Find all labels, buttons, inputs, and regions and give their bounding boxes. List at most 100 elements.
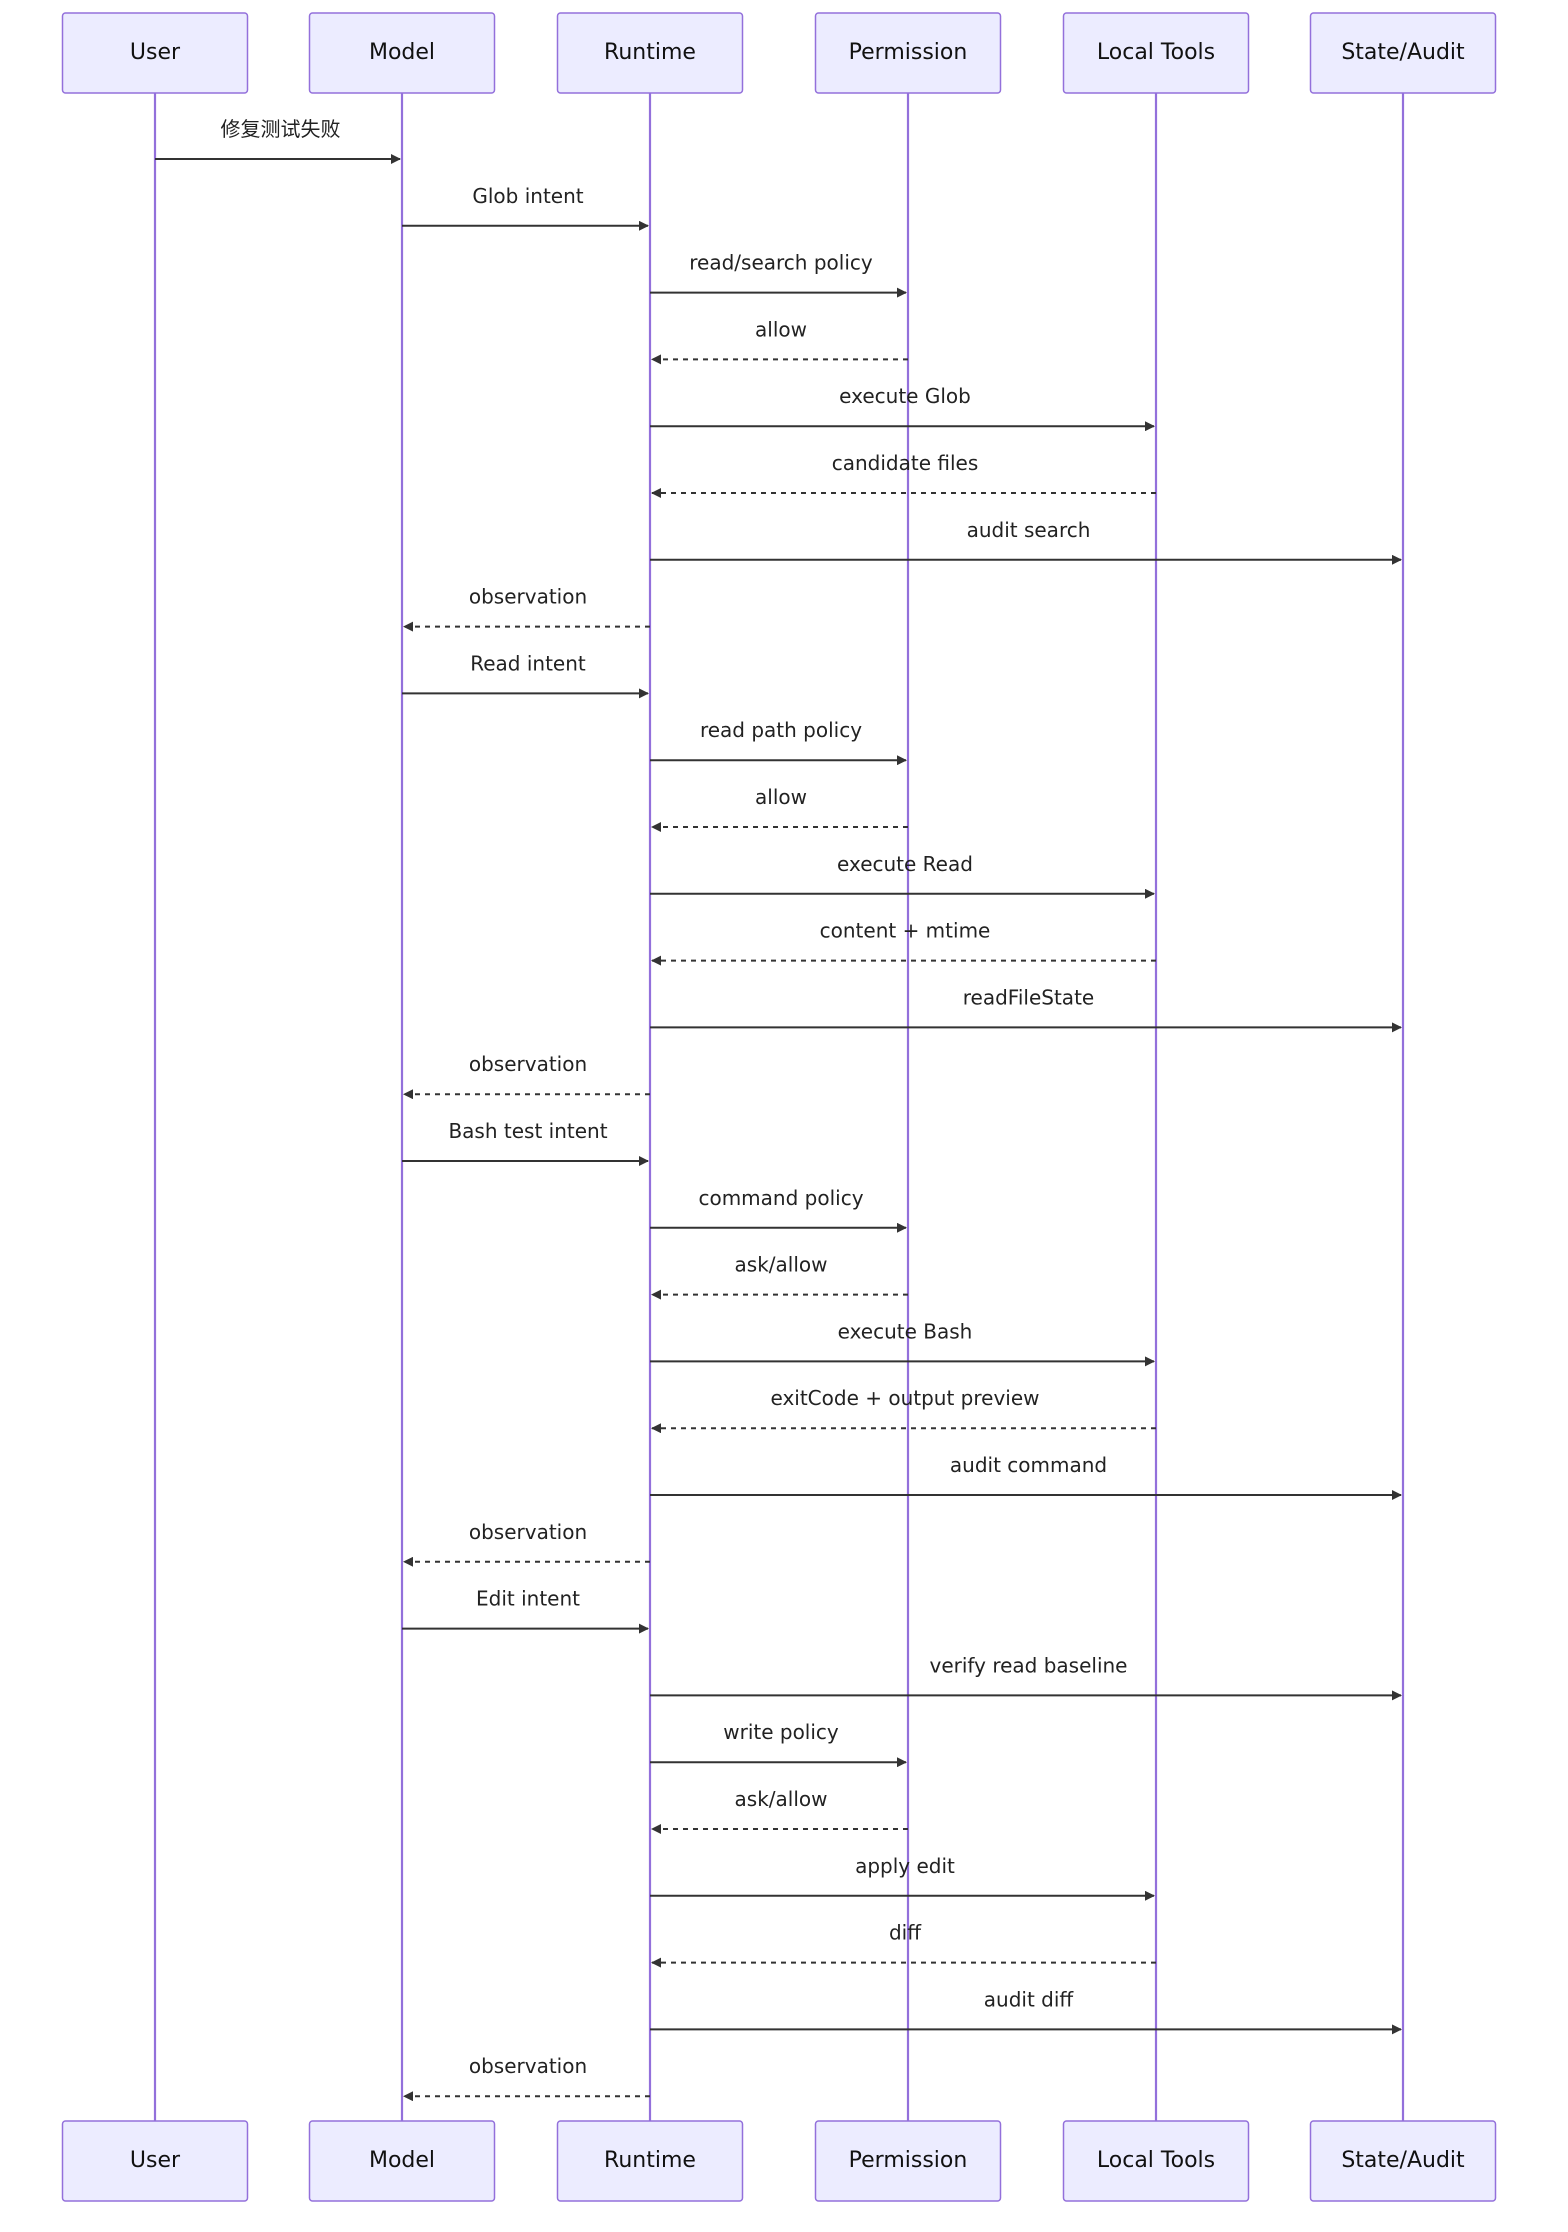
message-label: apply edit	[855, 1854, 955, 1878]
message-9: Read intent	[402, 651, 649, 699]
actor-box	[1309, 2120, 1497, 2202]
message-label: readFileState	[963, 985, 1094, 1009]
actor-runtime-bottom: Runtime	[556, 2120, 744, 2202]
actor-user-top: User	[61, 12, 249, 94]
message-3: read/search policy	[650, 251, 907, 298]
message-12: execute Read	[650, 852, 1155, 899]
actor-label: Permission	[849, 40, 968, 65]
message-17: command policy	[650, 1186, 907, 1233]
message-22: observation	[403, 1520, 650, 1567]
actor-label: Model	[369, 40, 435, 65]
message-1: 修复测试失败	[155, 117, 401, 164]
message-label: Read intent	[470, 651, 586, 675]
actor-box	[814, 2120, 1002, 2202]
message-4: allow	[651, 317, 908, 365]
message-label: diff	[889, 1921, 922, 1945]
actor-box	[1062, 12, 1250, 94]
message-label: observation	[469, 1052, 587, 1076]
message-label: candidate files	[832, 451, 979, 475]
actor-state-top: State/Audit	[1309, 12, 1497, 94]
actor-label: State/Audit	[1341, 2148, 1465, 2173]
message-label: read/search policy	[689, 251, 873, 275]
message-20: exitCode + output preview	[651, 1386, 1156, 1434]
message-2: Glob intent	[402, 184, 649, 231]
actor-permission-bottom: Permission	[814, 2120, 1002, 2202]
message-label: read path policy	[700, 718, 862, 742]
message-6: candidate files	[651, 451, 1156, 498]
message-label: 修复测试失败	[221, 117, 341, 141]
message-5: execute Glob	[650, 384, 1155, 432]
message-label: ask/allow	[735, 1253, 828, 1277]
message-16: Bash test intent	[402, 1119, 649, 1166]
actors-top: User Model Runtime Permission Local Tools Sta…	[61, 12, 1497, 94]
actor-label: State/Audit	[1341, 40, 1465, 65]
message-29: audit diff	[650, 1987, 1402, 2035]
actor-box	[1309, 12, 1497, 94]
actor-label: User	[130, 2148, 181, 2173]
messages: 修复测试失败 Glob intent read/search policy allow…	[155, 117, 1402, 2102]
message-10: read path policy	[650, 718, 907, 766]
message-21: audit command	[650, 1453, 1402, 1500]
actor-box	[814, 12, 1002, 94]
message-13: content + mtime	[651, 919, 1156, 966]
actor-box	[61, 12, 249, 94]
message-label: audit diff	[984, 1987, 1075, 2011]
message-11: allow	[651, 785, 908, 832]
message-label: observation	[469, 2054, 587, 2078]
message-14: readFileState	[650, 985, 1402, 1033]
actor-box	[556, 12, 744, 94]
message-label: Edit intent	[476, 1587, 580, 1611]
message-18: ask/allow	[651, 1253, 908, 1300]
actor-box	[308, 2120, 496, 2202]
actor-box	[556, 2120, 744, 2202]
actor-label: Model	[369, 2148, 435, 2173]
message-30: observation	[403, 2054, 650, 2102]
message-8: observation	[403, 585, 650, 632]
message-label: allow	[755, 785, 807, 809]
message-label: verify read baseline	[930, 1653, 1128, 1677]
actor-model-top: Model	[308, 12, 496, 94]
actor-runtime-top: Runtime	[556, 12, 744, 94]
message-label: write policy	[723, 1720, 839, 1744]
message-28: diff	[651, 1921, 1156, 1968]
actor-permission-top: Permission	[814, 12, 1002, 94]
actor-model-bottom: Model	[308, 2120, 496, 2202]
actor-label: Local Tools	[1097, 2148, 1215, 2173]
actor-label: Local Tools	[1097, 40, 1215, 65]
actors-bottom: User Model Runtime Permission Local Tools Sta…	[61, 2120, 1497, 2202]
message-label: ask/allow	[735, 1787, 828, 1811]
message-label: execute Bash	[838, 1319, 973, 1343]
actor-state-bottom: State/Audit	[1309, 2120, 1497, 2202]
actor-box	[308, 12, 496, 94]
actor-box	[61, 2120, 249, 2202]
message-label: observation	[469, 1520, 587, 1544]
message-label: execute Read	[837, 852, 973, 876]
actor-user-bottom: User	[61, 2120, 249, 2202]
actor-label: Permission	[849, 2148, 968, 2173]
message-27: apply edit	[650, 1854, 1155, 1901]
message-label: content + mtime	[820, 919, 991, 943]
actor-box	[1062, 2120, 1250, 2202]
message-15: observation	[403, 1052, 650, 1100]
actor-label: Runtime	[604, 2148, 696, 2173]
message-label: Bash test intent	[448, 1119, 607, 1143]
message-label: command policy	[698, 1186, 863, 1210]
message-label: Glob intent	[472, 184, 583, 208]
lifelines	[153, 93, 1405, 2121]
actor-label: Runtime	[604, 40, 696, 65]
actor-label: User	[130, 40, 181, 65]
message-24: verify read baseline	[650, 1653, 1402, 1701]
message-label: observation	[469, 585, 587, 609]
message-label: execute Glob	[839, 384, 971, 408]
actor-tools-bottom: Local Tools	[1062, 2120, 1250, 2202]
message-label: audit command	[950, 1453, 1107, 1477]
message-7: audit search	[650, 518, 1402, 565]
message-label: audit search	[967, 518, 1091, 542]
message-label: exitCode + output preview	[770, 1386, 1039, 1410]
actor-tools-top: Local Tools	[1062, 12, 1250, 94]
message-23: Edit intent	[402, 1587, 649, 1634]
message-label: allow	[755, 317, 807, 341]
message-26: ask/allow	[651, 1787, 908, 1834]
message-25: write policy	[650, 1720, 907, 1768]
